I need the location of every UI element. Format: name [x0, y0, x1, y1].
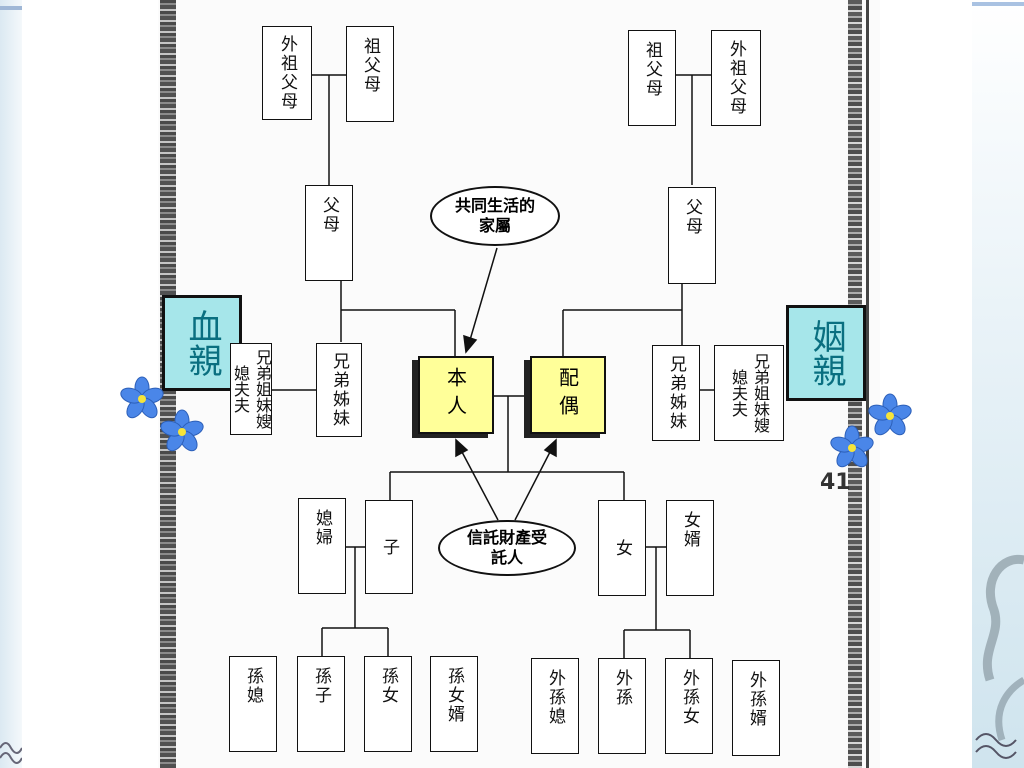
box-maternal-grandparents-right: 外祖父母	[711, 30, 761, 126]
right-margin-band	[972, 0, 1024, 768]
box-granddaughter-husband: 孫女婿	[430, 656, 478, 752]
tag-in-laws: 姻親	[786, 305, 866, 401]
box-siblings-spouses-right: 兄弟姐妹嫂媳夫夫	[714, 345, 784, 441]
box-ext-granddaughter: 外孫女	[665, 658, 713, 754]
dragon-decoration	[975, 554, 1024, 759]
box-daughter-in-law: 媳婦	[298, 498, 346, 594]
box-maternal-grandparents-left: 外祖父母	[262, 26, 312, 120]
flower-icon	[120, 376, 164, 419]
box-siblings-left: 兄弟姊妹	[316, 343, 362, 437]
box-son-in-law: 女婿	[666, 500, 714, 596]
box-siblings-spouses-left: 兄弟姐妹嫂媳夫夫	[230, 343, 272, 435]
left-top-bar	[0, 6, 22, 10]
box-ext-grandson: 外孫	[598, 658, 646, 754]
right-top-bar	[972, 2, 1024, 6]
box-grandson-wife: 孫媳	[229, 656, 277, 752]
box-daughter: 女	[598, 500, 646, 596]
box-self: 本人	[418, 356, 494, 434]
box-parents-right: 父母	[668, 187, 716, 284]
box-paternal-grandparents-left: 祖父母	[346, 26, 394, 122]
tag-blood-relatives: 血親	[162, 295, 242, 391]
wave-decoration-left	[0, 742, 22, 764]
box-siblings-right: 兄弟姊妹	[652, 345, 700, 441]
scan-edge-right-line	[866, 0, 869, 768]
box-ext-granddaughter-husband: 外孫婿	[732, 660, 780, 756]
box-ext-grandson-wife: 外孫媳	[531, 658, 579, 754]
box-paternal-grandparents-right: 祖父母	[628, 30, 676, 126]
callout-household: 共同生活的家屬	[430, 186, 560, 246]
box-son: 子	[365, 500, 413, 594]
left-margin-band	[0, 0, 22, 768]
flower-icon	[868, 393, 912, 436]
box-spouse: 配偶	[530, 356, 606, 434]
box-grandson: 孫子	[297, 656, 345, 752]
box-parents-left: 父母	[305, 185, 353, 281]
margin-mark: 41	[820, 470, 851, 495]
box-granddaughter: 孫女	[364, 656, 412, 752]
callout-trustee: 信託財產受託人	[438, 520, 576, 576]
flower-icon	[160, 409, 204, 452]
flower-icon	[830, 425, 874, 468]
